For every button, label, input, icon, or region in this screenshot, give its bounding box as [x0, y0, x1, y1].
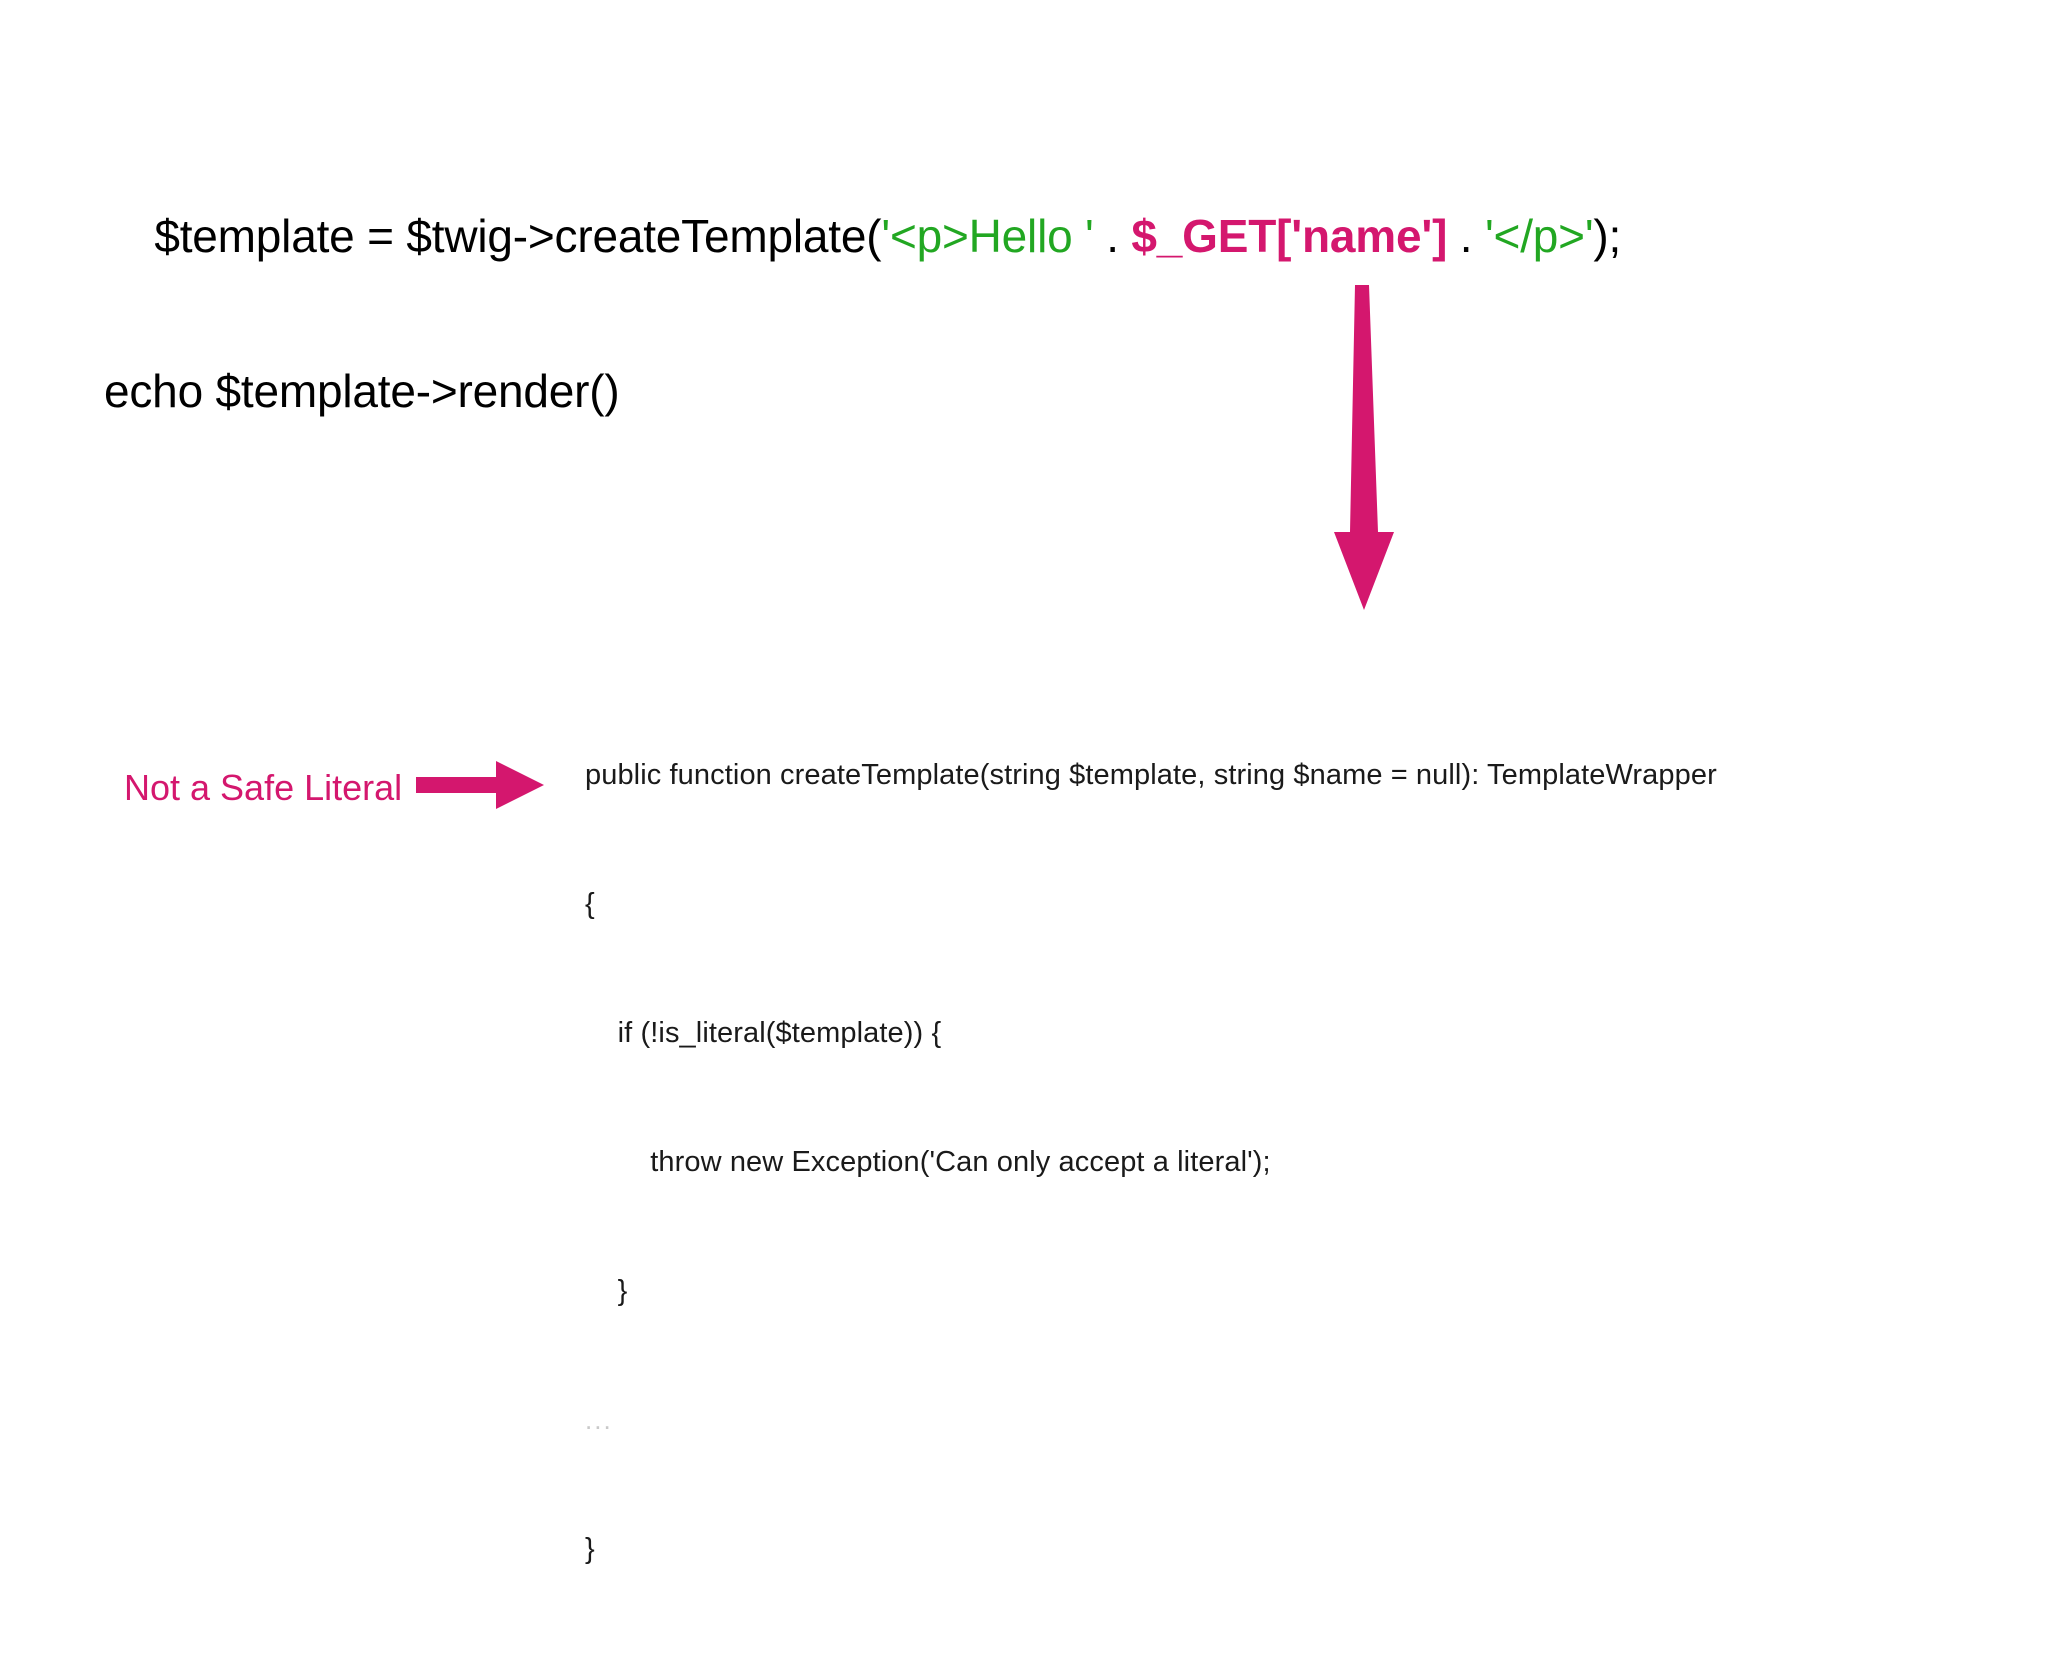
slide-canvas: $template = $twig->createTemplate('<p>He… — [104, 152, 1717, 1565]
code-token-get-name: $_GET['name'] — [1131, 210, 1448, 262]
code-token-concat-1: . — [1093, 210, 1132, 262]
right-arrow-icon — [416, 759, 545, 816]
method-source-block: public function createTemplate(string $t… — [585, 668, 1717, 1657]
method-line-signature: public function createTemplate(string $t… — [585, 759, 1717, 791]
code-line-create-template: $template = $twig->createTemplate('<p>He… — [104, 152, 1621, 320]
method-line-close-brace: } — [585, 1533, 595, 1565]
callout-label: Not a Safe Literal — [124, 766, 403, 808]
method-line-close-if: } — [585, 1275, 628, 1307]
code-line-echo-render: echo $template->render() — [104, 365, 620, 417]
down-arrow-icon — [1318, 285, 1428, 610]
code-token-concat-2: . — [1447, 210, 1485, 262]
callout-not-a-safe-literal: Not a Safe Literal — [124, 759, 545, 816]
code-token-plain-1: $template = $twig->createTemplate( — [154, 210, 882, 262]
code-token-plain-2: ); — [1593, 210, 1622, 262]
method-line-throw: throw new Exception('Can only accept a l… — [585, 1146, 1271, 1178]
code-token-string-open-p: '<p>Hello ' — [881, 210, 1094, 262]
method-line-ellipsis: ... — [585, 1405, 613, 1435]
method-line-open-brace: { — [585, 888, 595, 920]
code-token-string-close-p: '</p>' — [1484, 210, 1594, 262]
method-line-if-literal: if (!is_literal($template)) { — [585, 1017, 942, 1049]
